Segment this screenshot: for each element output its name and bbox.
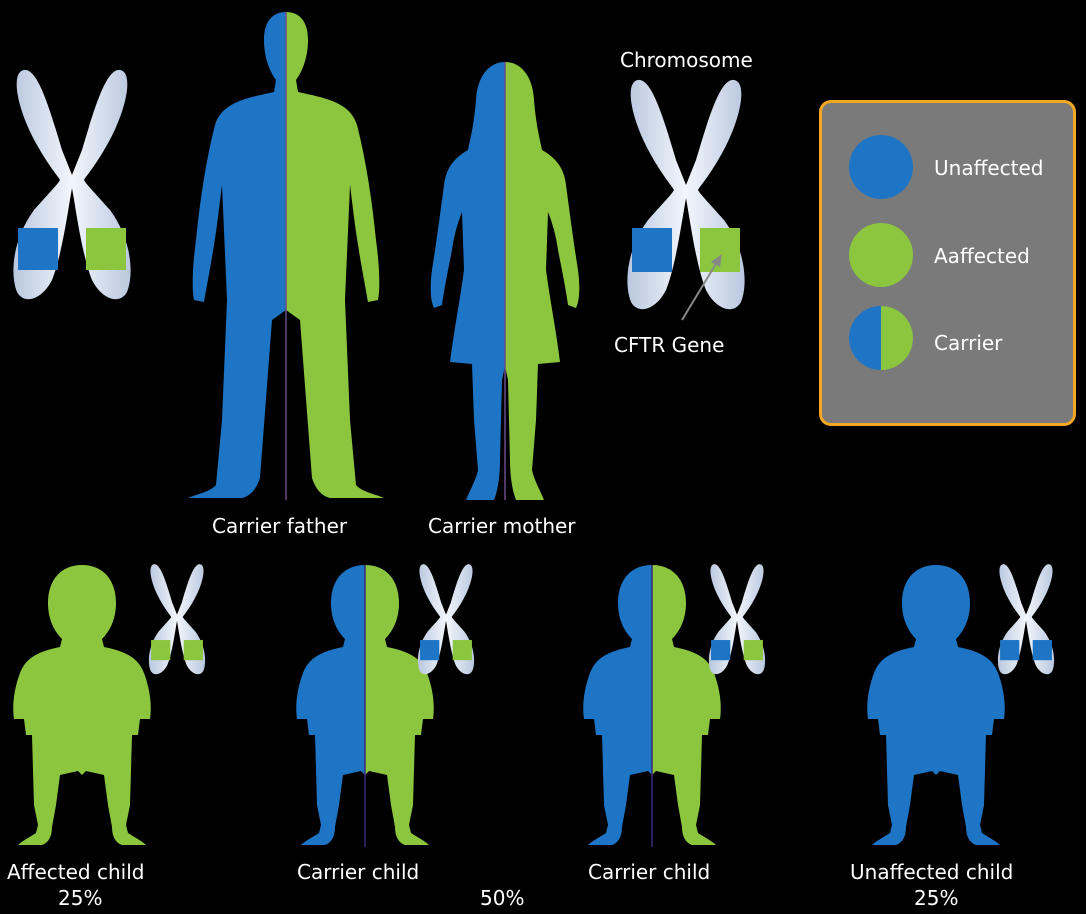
child-carrier-1 (296, 565, 434, 847)
child-label-1: Affected child (7, 860, 144, 884)
child-affected (13, 565, 151, 845)
legend-label-carrier: Carrier (934, 331, 1002, 355)
affected-swatch (849, 223, 913, 287)
legend-label-affected: Aaffected (934, 244, 1030, 268)
child-chromosome-2 (418, 564, 474, 674)
carrier-father-label: Carrier father (212, 514, 347, 538)
child-label-2: Carrier child (297, 860, 419, 884)
child-label-3: Carrier child (588, 860, 710, 884)
child-chromosome-1 (149, 564, 205, 674)
chromosome-label: Chromosome (620, 48, 753, 72)
carrier-mother-figure (431, 62, 580, 500)
carrier-father-figure (188, 12, 384, 500)
legend-box: Unaffected Aaffected Carrier (819, 100, 1076, 426)
carrier-swatch (849, 306, 913, 370)
child-label-4: Unaffected child (850, 860, 1013, 884)
carrier-mother-label: Carrier mother (428, 514, 576, 538)
legend-label-unaffected: Unaffected (934, 156, 1044, 180)
child-percent-4: 25% (914, 886, 958, 910)
child-carrier-2 (583, 565, 721, 847)
cftr-gene-label: CFTR Gene (614, 333, 724, 357)
labeled-chromosome (627, 80, 744, 309)
carrier-percent: 50% (480, 886, 524, 910)
unaffected-swatch (849, 135, 913, 199)
child-chromosome-3 (709, 564, 765, 674)
child-chromosome-4 (998, 564, 1054, 674)
parent-chromosome-left (13, 70, 130, 299)
child-percent-1: 25% (58, 886, 102, 910)
child-unaffected (867, 565, 1005, 845)
